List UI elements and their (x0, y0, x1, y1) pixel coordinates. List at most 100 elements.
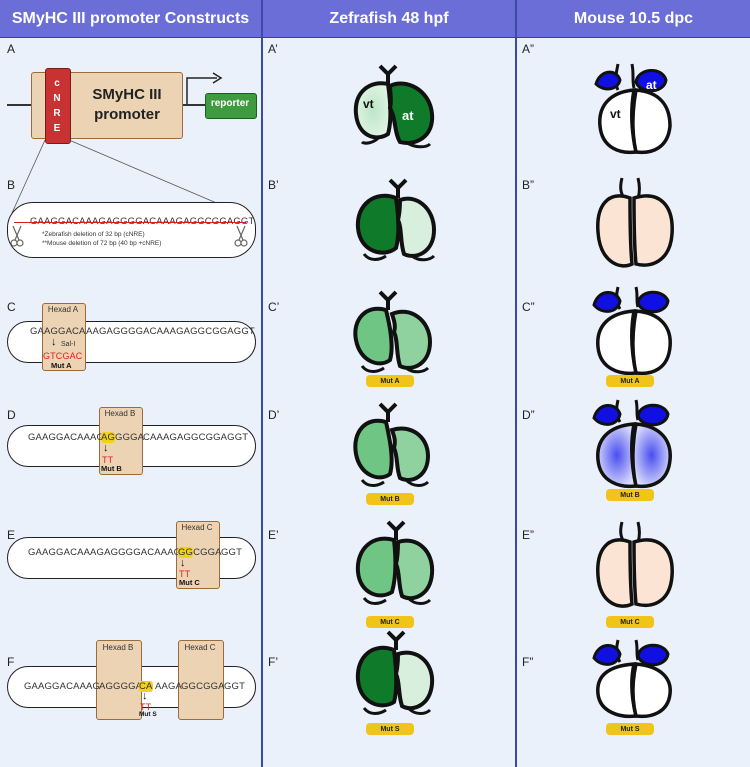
panel-label: B” (522, 178, 534, 192)
down-arrow-icon: ↓ (142, 690, 148, 702)
column-divider (515, 0, 517, 767)
panel-label: D’ (268, 408, 280, 422)
panel-label: C’ (268, 300, 280, 314)
panel-label: D” (522, 408, 535, 422)
panel-label: C (7, 300, 16, 314)
construct-f-hexad-b-seq: AGGGGA (99, 681, 143, 692)
construct-c-hexad-seq: AGGACA (44, 326, 86, 337)
mouse-mut-tag: Mut C (606, 616, 654, 628)
zebrafish-heart-e (355, 520, 435, 605)
zebrafish-heart-a: vt at (353, 64, 435, 149)
zebrafish-heart-f (355, 630, 435, 715)
panel-label: B’ (268, 178, 279, 192)
panel-label: E (7, 528, 16, 542)
hexad-b-box (96, 640, 142, 720)
down-arrow-icon: ↓ (180, 557, 186, 569)
zoom-lines (11, 139, 241, 214)
panel-label: F” (522, 655, 534, 669)
hexad-b-label: Hexad B (102, 643, 134, 652)
cnre-box (45, 68, 71, 144)
replacement-seq: TT (179, 569, 191, 579)
reporter-box (205, 93, 257, 119)
construct-c-seq-right: AAGAGGGGACAAAGAGGCGGAGGT (86, 326, 255, 337)
panel-label: A (7, 42, 16, 56)
highlight: AG (101, 432, 116, 443)
cnre-letter: N (53, 93, 61, 104)
heart-label-vt: vt (610, 107, 621, 121)
panel-label: E” (522, 528, 534, 542)
cnre-letter: E (53, 123, 61, 134)
construct-e-seq-hl: GGCGGA (178, 547, 222, 558)
mouse-heart-b (596, 177, 674, 268)
construct-f-hexad-c-seq: GGCGGA (181, 681, 225, 692)
zebrafish-heart-b (355, 178, 437, 262)
hexad-a-label: Hexad A (47, 305, 79, 314)
scissors-icon (234, 225, 248, 247)
mouse-mut-tag: Mut B (606, 489, 654, 501)
construct-f-highlight: CA (139, 681, 153, 692)
heart-label-vt: vt (363, 97, 374, 111)
mutation-label: Mut S (139, 711, 157, 718)
mouse-heart-f (592, 639, 672, 719)
promoter-label: SMyHC III (92, 86, 162, 103)
mouse-heart-d (592, 399, 672, 489)
heart-label-at: at (402, 108, 414, 123)
hexad-c-box (178, 640, 224, 720)
zebrafish-heart-c (353, 290, 433, 374)
construct-d-seq-left: GAAGGACAAAG (28, 432, 105, 443)
deletion-line (14, 222, 246, 224)
construct-f-seq-right: GGT (224, 681, 246, 692)
reporter-label: reporter (210, 98, 250, 109)
hexad-a-box (42, 303, 86, 371)
header-mouse: Mouse 10.5 dpc (517, 0, 750, 38)
hexad-c-label: Hexad C (181, 523, 213, 532)
construct-e-seq-left: GAAGGACAAAGAGGGGACAAAGA (28, 547, 188, 558)
replacement-seq: TT (140, 702, 152, 712)
scissors-icon (10, 225, 24, 247)
hexad-rest: CGGA (193, 547, 222, 558)
mutation-label: Mut A (51, 361, 72, 370)
header-constructs: SMyHC III promoter Constructs (0, 0, 261, 38)
mouse-heart-c (592, 286, 672, 376)
highlight: GG (178, 547, 194, 558)
deletion-note: **Mouse deletion of 72 bp (40 bp +cNRE) (42, 240, 162, 247)
construct-d-seq-hl: AGGGGA (101, 432, 144, 443)
panel-label: B (7, 178, 16, 192)
hexad-c-label: Hexad C (184, 643, 216, 652)
zebrafish-mut-tag: Mut B (366, 493, 414, 505)
enzyme-label: Sal-I (61, 341, 76, 348)
panel-label: A” (522, 42, 534, 56)
mouse-heart-a: vt at (594, 63, 672, 155)
zebrafish-mut-tag: Mut C (366, 616, 414, 628)
column-divider (261, 0, 263, 767)
panel-label: F’ (268, 655, 278, 669)
deletion-note: *Zebrafish deletion of 32 bp (cNRE) (42, 231, 145, 238)
construct-f-seq-mid: AAGA (155, 681, 182, 692)
panel-label: A’ (268, 42, 278, 56)
tss-arrow-icon (186, 72, 223, 104)
construct-a-diagram: c N R E SMyHC III promoter reporter (0, 60, 260, 214)
highlight: CA (139, 681, 153, 692)
zebrafish-heart-d (353, 402, 431, 487)
zebrafish-mut-tag: Mut S (366, 723, 414, 735)
cnre-letter: R (53, 108, 61, 119)
panel-label: C” (522, 300, 535, 314)
replacement-seq: GTCGAC (43, 351, 83, 361)
mutation-label: Mut B (101, 464, 122, 473)
construct-f-seq-left: GAAGGACAAAG (24, 681, 101, 692)
mutation-label: Mut C (179, 578, 200, 587)
zebrafish-mut-tag: Mut A (366, 375, 414, 387)
mouse-mut-tag: Mut A (606, 375, 654, 387)
panel-label: E’ (268, 528, 279, 542)
promoter-label: promoter (94, 106, 160, 123)
hexad-b-label: Hexad B (104, 409, 136, 418)
replacement-seq: TT (102, 455, 114, 465)
down-arrow-icon: ↓ (103, 442, 109, 454)
hexad-rest: GGGA (115, 432, 145, 443)
heart-label-at: at (646, 78, 657, 92)
mouse-mut-tag: Mut S (606, 723, 654, 735)
construct-e-seq-right: GGT (221, 547, 243, 558)
construct-b-pill (7, 202, 256, 258)
